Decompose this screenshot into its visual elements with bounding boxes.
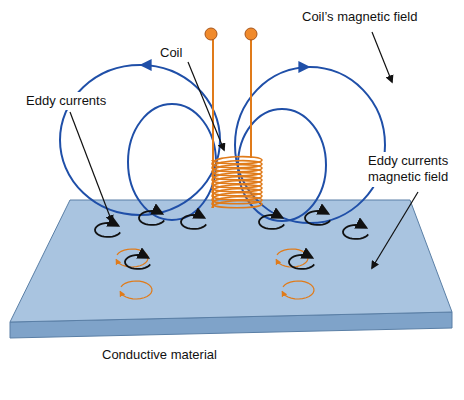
eddy-swirl	[125, 255, 150, 269]
magnetic-field-lines	[60, 65, 385, 223]
eddy-field-loop	[120, 281, 152, 299]
coil-turn	[212, 201, 262, 208]
eddy-current-label: Eddy currents	[24, 92, 108, 110]
coil-windings	[212, 157, 262, 208]
material-label: Conductive material	[100, 346, 219, 364]
eddy-field-loops	[116, 249, 314, 299]
field-label: Coil’s magnetic field	[300, 8, 419, 26]
eddy-swirl	[305, 211, 330, 225]
terminal	[245, 28, 257, 40]
leader-lines	[70, 32, 418, 268]
eddy-swirl	[95, 223, 120, 237]
eddy-swirl	[139, 211, 164, 225]
eddy-field-label: Eddy currents magnetic field	[366, 152, 460, 187]
eddy-field-loop	[282, 281, 314, 299]
eddy-current-swirls	[95, 211, 368, 269]
eddy-swirl	[181, 215, 206, 229]
eddy-swirl	[289, 255, 314, 269]
eddy-swirl	[259, 215, 284, 229]
terminal	[205, 28, 217, 40]
coil-label: Coil	[158, 44, 184, 62]
eddy-swirl	[343, 225, 368, 239]
eddy-field-loop	[116, 249, 148, 267]
conductive-plate	[10, 200, 452, 322]
